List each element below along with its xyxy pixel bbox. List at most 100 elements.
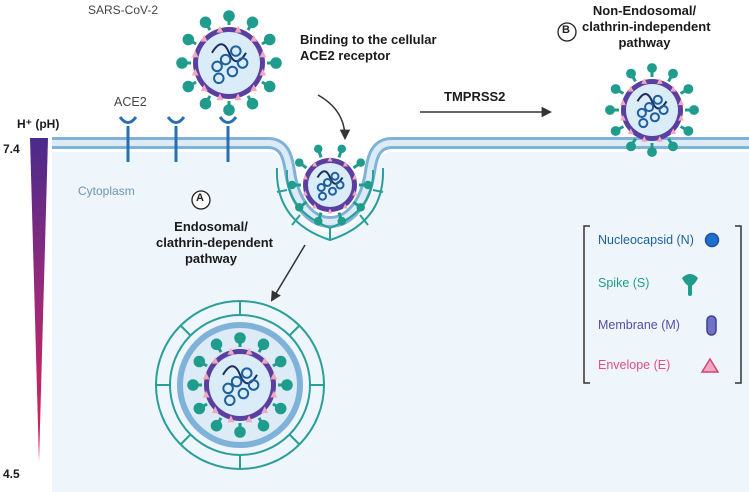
pathway-a-line-1: Endosomal/	[174, 219, 248, 234]
spike-head	[263, 33, 276, 46]
spike-head	[668, 68, 678, 79]
spike-head	[187, 379, 199, 391]
envelope-protein	[191, 68, 199, 76]
nucleocapsid-protein	[226, 65, 239, 78]
spike-head	[647, 147, 657, 157]
spike-head	[223, 10, 235, 22]
nucleocapsid-protein	[241, 367, 253, 379]
spike-head	[683, 84, 694, 94]
envelope-protein	[342, 203, 348, 209]
nucleocapsid-protein	[224, 394, 236, 407]
membrane-icon	[706, 315, 717, 336]
spike-head	[610, 126, 621, 136]
envelope-protein	[200, 34, 208, 42]
spike-head	[647, 63, 657, 73]
nucleocapsid-protein	[330, 171, 340, 181]
envelope-protein	[250, 84, 258, 92]
spike-head	[246, 97, 259, 110]
spike-head	[199, 97, 212, 110]
pathway-a-label: Endosomal/ clathrin-dependent pathway	[156, 219, 274, 267]
envelope-protein	[302, 174, 308, 180]
nucleocapsid-protein	[230, 45, 242, 57]
nucleocapsid-protein	[237, 387, 250, 400]
spike-icon	[682, 274, 698, 296]
nucleocapsid-protein	[323, 178, 332, 187]
nucleocapsid-protein	[230, 375, 243, 388]
ph-label: H⁺ (pH)	[17, 117, 60, 131]
legend-envelope: Envelope (E)	[598, 358, 671, 372]
spike-head	[263, 80, 276, 93]
nucleocapsid-protein	[644, 102, 655, 113]
spike-head	[257, 419, 270, 432]
pathway-b-line-3: pathway	[618, 35, 671, 50]
envelope-protein	[678, 114, 684, 121]
endosome-arrow	[270, 244, 306, 302]
spike-head	[246, 16, 259, 29]
spike-head	[287, 180, 297, 190]
envelope-protein	[312, 161, 318, 167]
envelope-protein	[656, 136, 663, 142]
spike-head	[274, 402, 287, 415]
ph-gradient-bar	[30, 138, 48, 462]
marker-a-circle	[191, 190, 211, 210]
spike-head	[356, 158, 365, 167]
spike-head	[210, 419, 223, 432]
envelope-protein	[234, 93, 242, 101]
ace2-receptors	[118, 116, 238, 162]
spike-head	[234, 332, 246, 344]
spike-head	[356, 203, 365, 212]
ph-bottom-value: 4.5	[3, 467, 20, 481]
envelope-protein	[261, 356, 269, 364]
envelope-protein	[352, 190, 358, 196]
envelope-protein	[234, 25, 242, 33]
nucleocapsid-protein	[213, 72, 225, 85]
envelope-protein	[211, 356, 219, 364]
envelope-protein	[670, 128, 677, 135]
spike-head	[210, 338, 223, 351]
spike-head	[199, 16, 212, 29]
spike-head	[274, 355, 287, 368]
nucleocapsid-protein	[211, 60, 223, 73]
spike-head	[182, 33, 195, 46]
clathrin-coat-budding	[275, 167, 385, 242]
spike-head	[193, 355, 206, 368]
envelope-protein	[259, 68, 267, 76]
envelope-protein	[202, 372, 210, 380]
nucleocapsid-protein	[636, 107, 647, 118]
envelope-protein	[200, 84, 208, 92]
spike-head	[257, 338, 270, 351]
spike-head	[363, 180, 373, 190]
binding-text: Binding to the cellular ACE2 receptor	[300, 32, 437, 64]
marker-b-circle	[557, 22, 577, 42]
nucleocapsid-protein	[335, 180, 345, 190]
marker-a: A	[196, 192, 204, 204]
spike-head	[223, 104, 235, 116]
envelope-protein	[670, 85, 677, 92]
cytoplasm-label: Cytoplasm	[78, 184, 135, 198]
pathway-b-line-2: clathrin-independent	[582, 19, 711, 34]
envelope-protein	[202, 390, 210, 398]
ace2-label: ACE2	[114, 95, 147, 109]
spike-head	[314, 144, 323, 154]
envelope-protein	[270, 372, 278, 380]
envelope-icon	[700, 357, 720, 373]
spike-head	[689, 105, 699, 115]
envelope-protein	[259, 50, 267, 58]
virion-budding	[287, 144, 373, 226]
envelope-protein	[261, 406, 269, 414]
envelope-protein	[656, 78, 663, 84]
envelope-protein	[270, 390, 278, 398]
envelope-protein	[620, 99, 626, 106]
spike-head	[337, 144, 346, 154]
spike-head	[234, 426, 246, 438]
binding-text-line-2: ACE2 receptor	[300, 48, 391, 63]
spike-head	[626, 68, 636, 79]
envelope-protein	[216, 93, 224, 101]
envelope-protein	[678, 99, 684, 106]
legend-membrane: Membrane (M)	[598, 318, 680, 332]
spike-head	[605, 105, 615, 115]
spike-head	[668, 141, 678, 152]
pathway-a-line-2: clathrin-dependent	[156, 235, 274, 250]
spike-head	[337, 216, 346, 226]
